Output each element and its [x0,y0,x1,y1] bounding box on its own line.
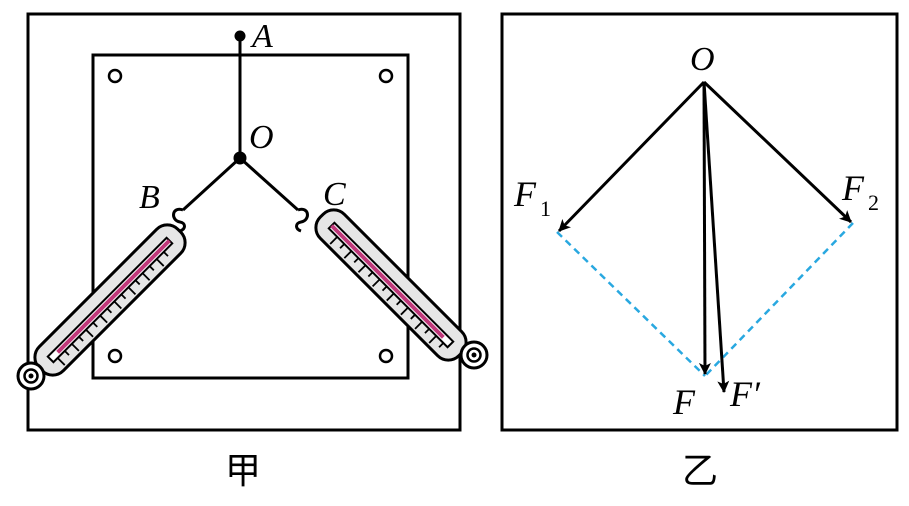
pin-hole-bottom-right [378,348,394,364]
pin-hole-top-right [378,68,394,84]
label-F-prime: F′ [729,374,761,414]
caption-jia: 甲 [225,451,261,492]
force-diagram-frame [500,12,899,432]
parallelogram-dashed [556,222,854,377]
spring-scale-icon [33,223,187,377]
arrow-F2 [702,80,853,224]
paper-sheet [91,53,410,380]
string-OC [238,156,300,212]
outer-board-frame [26,12,462,432]
hook-B [172,207,186,233]
label-F: F [672,382,696,422]
arrow-F-prime [702,81,730,393]
label-F2-subscript: 2 [868,190,879,215]
caption-yi: 乙 [682,451,718,492]
hook-C [295,207,309,233]
arrow-F1 [557,80,706,233]
panel-yi: O F 1 F 2 F F′ 乙 [500,12,899,492]
label-F2: F [841,168,865,208]
point-O-knot [233,151,247,165]
label-A: A [250,18,273,55]
label-F1-subscript: 1 [540,196,551,221]
label-B: B [139,179,160,216]
string-OB [181,156,242,212]
label-F1: F [513,174,537,214]
label-C: C [323,176,346,213]
label-O-force: O [690,41,715,78]
panel-jia: A O B C 甲 [16,12,489,492]
point-A-dot [234,30,246,42]
pushpin-icon [459,340,489,370]
pin-hole-bottom-left [107,348,123,364]
label-O: O [249,119,274,156]
pushpin-icon [16,361,46,391]
spring-scale-icon [314,208,468,362]
arrow-F [698,81,711,375]
pin-hole-top-left [107,68,123,84]
